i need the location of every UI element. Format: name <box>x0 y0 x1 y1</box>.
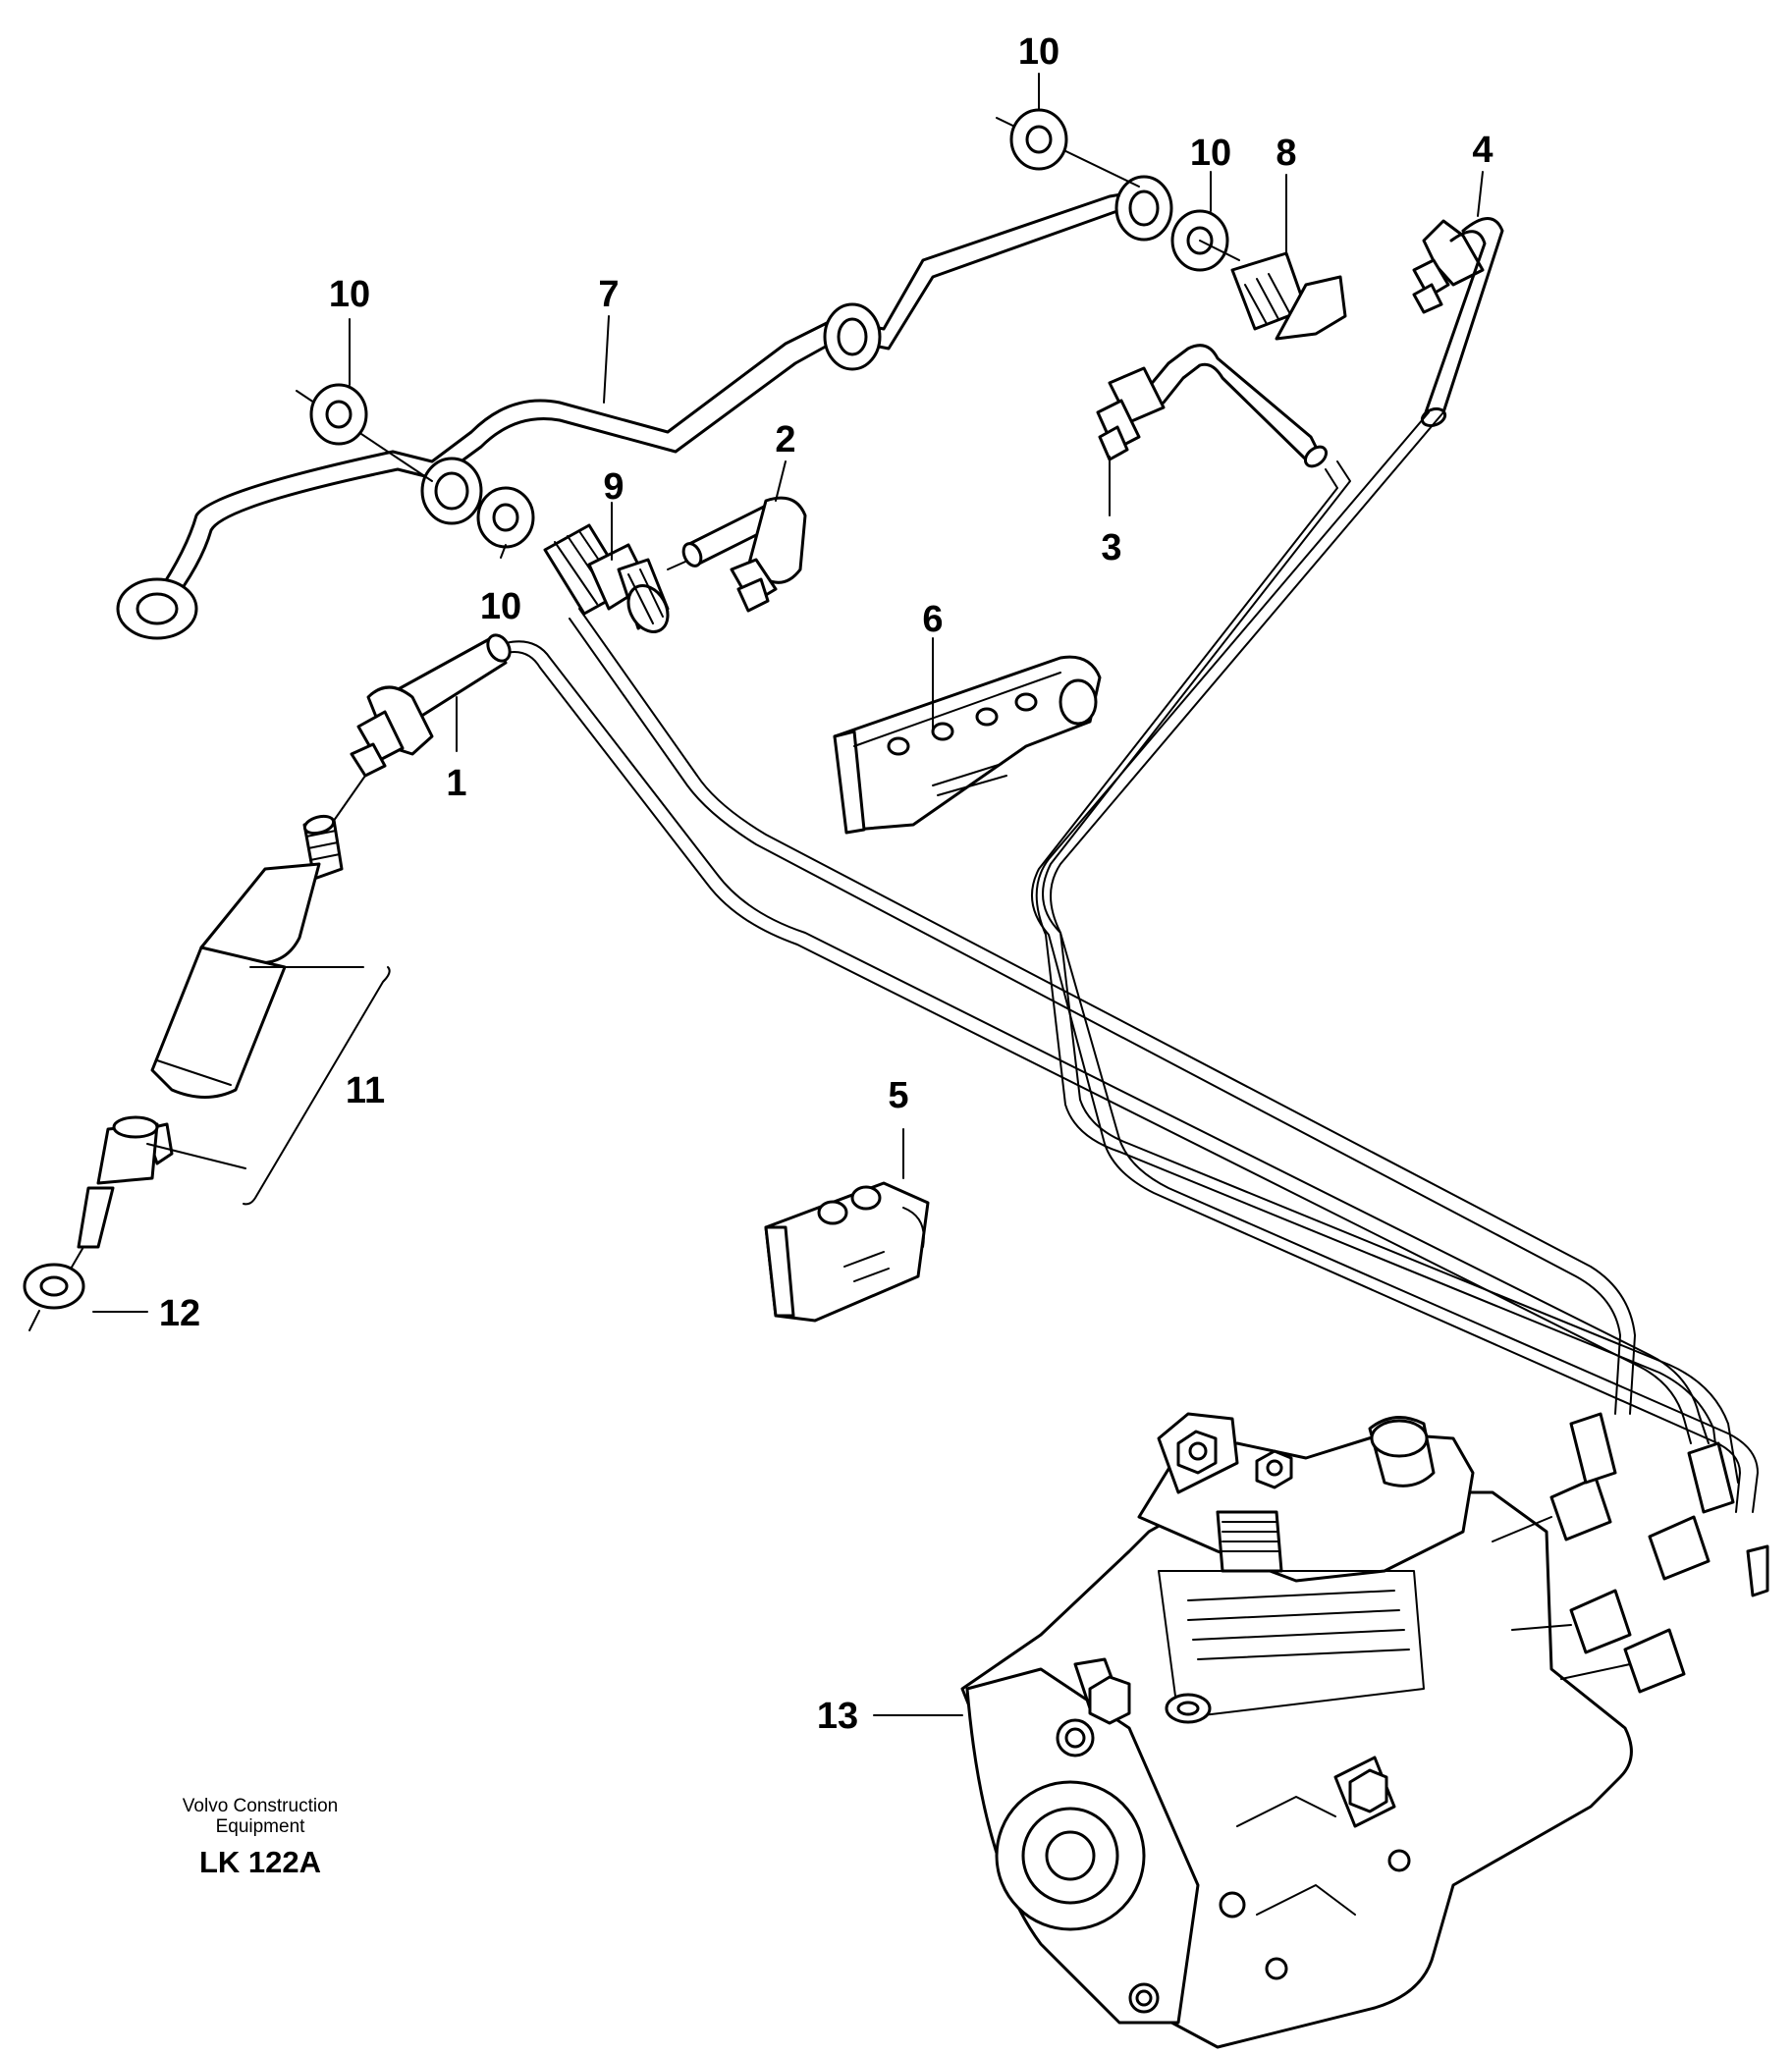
return-lines <box>505 411 1759 1513</box>
part-10-washer-left <box>296 383 433 482</box>
part-5-pipe-clamp <box>764 1181 930 1323</box>
callout-9: 9 <box>603 466 624 508</box>
callout-6: 6 <box>922 599 943 640</box>
footer-drawing-code: LK 122A <box>199 1845 321 1879</box>
part-10-washer-lower <box>476 486 535 549</box>
leader-lines <box>92 73 1484 1716</box>
callout-7: 7 <box>598 274 619 315</box>
part-12-copper-washer <box>23 1263 85 1331</box>
callout-4: 4 <box>1472 130 1493 171</box>
part-7-injection-pipe <box>116 175 1173 640</box>
part-10-washer-top <box>996 108 1140 188</box>
callout-10-top: 10 <box>1018 31 1059 73</box>
callout-10-right: 10 <box>1190 133 1231 174</box>
callout-12: 12 <box>159 1293 200 1334</box>
part-1-leak-off-fitting <box>323 633 512 836</box>
part-3-leak-off-pipe <box>1096 344 1329 468</box>
part-13-injection-pump <box>960 1412 1769 2049</box>
part-4-leak-off-pipe <box>1412 217 1504 428</box>
callout-13: 13 <box>817 1696 858 1737</box>
callout-2: 2 <box>775 419 795 460</box>
part-11-injector <box>48 814 391 1307</box>
part-9-pipe-union <box>543 523 713 633</box>
part-8-banjo-bolt <box>1199 240 1347 341</box>
callout-8: 8 <box>1276 133 1296 174</box>
callout-3: 3 <box>1101 527 1121 568</box>
callout-1: 1 <box>446 763 466 804</box>
callout-10-lower: 10 <box>480 586 521 627</box>
footer-company-line1: Volvo Construction <box>183 1796 338 1816</box>
callout-10-left: 10 <box>329 274 370 315</box>
footer-company-line2: Equipment <box>216 1816 306 1837</box>
pump-outlet-fittings <box>1492 1412 1769 1694</box>
callout-5: 5 <box>888 1075 908 1116</box>
part-2-leak-off-fitting <box>681 496 807 613</box>
part-6-pipe-clamp <box>833 655 1102 835</box>
callout-11: 11 <box>346 1070 385 1111</box>
